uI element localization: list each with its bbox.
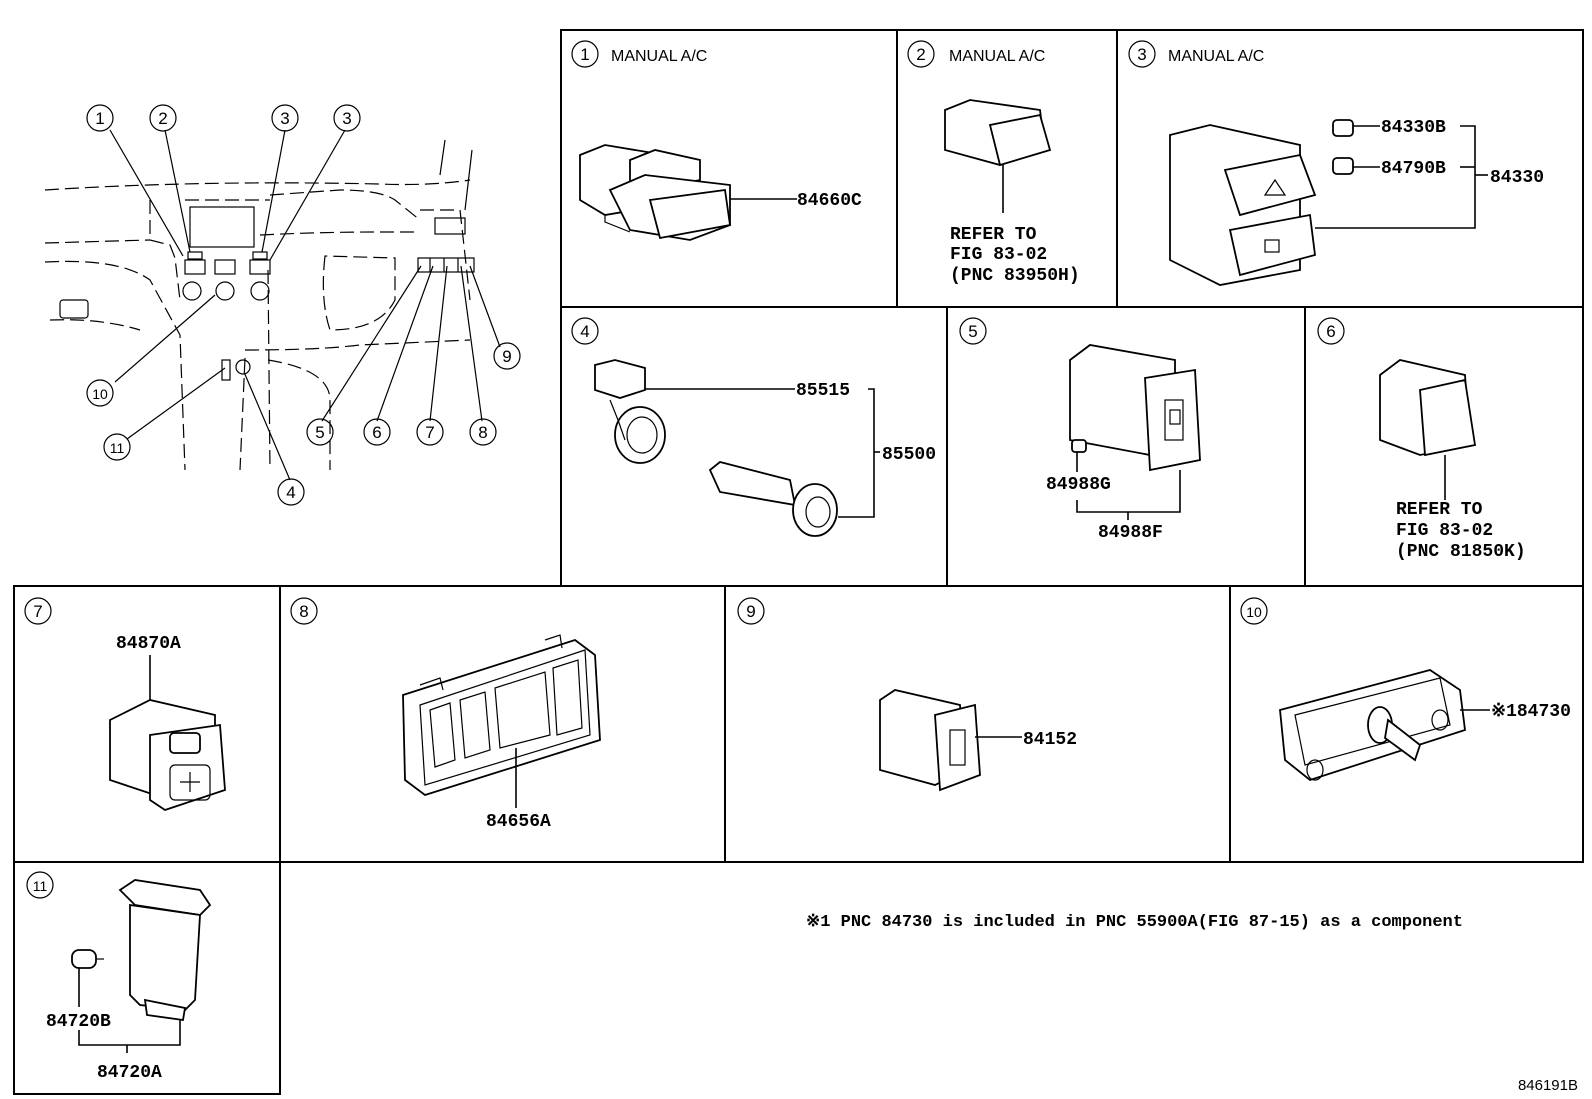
svg-text:8: 8 [478, 423, 487, 442]
svg-text:3: 3 [342, 109, 351, 128]
svg-text:REFER TO: REFER TO [1396, 500, 1483, 520]
bulb-drawing [1332, 119, 1354, 175]
overview-callout: 1 [86, 104, 114, 132]
svg-text:8: 8 [299, 602, 308, 621]
lighter-socket-drawing [594, 359, 666, 464]
svg-text:85500: 85500 [882, 445, 936, 465]
svg-text:1: 1 [95, 109, 104, 128]
svg-text:11: 11 [110, 440, 125, 456]
svg-text:85515: 85515 [796, 381, 850, 401]
overview-callout: 11 [103, 433, 131, 461]
panel-2: 2 MANUAL A/C REFER TO FIG 83-02 (PNC 839… [907, 40, 1080, 286]
overview-callout: 8 [469, 418, 497, 446]
svg-text:7: 7 [425, 423, 434, 442]
svg-text:9: 9 [746, 602, 755, 621]
overview-callout: 10 [86, 379, 114, 407]
svg-text:84988G: 84988G [1046, 475, 1111, 495]
switch-bezel-drawing [402, 634, 601, 796]
svg-text:MANUAL A/C: MANUAL A/C [949, 48, 1045, 65]
svg-text:84330B: 84330B [1381, 118, 1446, 138]
switch-drawing [1069, 344, 1201, 472]
svg-text:1: 1 [580, 45, 589, 64]
footnote: ※1 PNC 84730 is included in PNC 55900A(F… [806, 913, 1463, 932]
overview-callout: 3 [333, 104, 361, 132]
svg-text:2: 2 [158, 109, 167, 128]
svg-text:FIG 83-02: FIG 83-02 [950, 245, 1047, 265]
figure-id: 846191B [1518, 1077, 1578, 1094]
svg-text:3: 3 [1137, 45, 1146, 64]
mirror-switch-drawing [109, 699, 226, 811]
overview-callout: 4 [277, 478, 305, 506]
panel-3: 3 MANUAL A/C 84330B 84790B 84330 [1128, 40, 1544, 286]
svg-text:84152: 84152 [1023, 730, 1077, 750]
svg-text:MANUAL A/C: MANUAL A/C [611, 48, 707, 65]
svg-text:84870A: 84870A [116, 634, 181, 654]
svg-text:84988F: 84988F [1098, 523, 1163, 543]
ac-switch-drawing [579, 144, 732, 241]
svg-text:5: 5 [968, 322, 977, 341]
svg-text:84720A: 84720A [97, 1063, 162, 1083]
ac-switch-drawing [944, 99, 1052, 167]
svg-text:84330: 84330 [1490, 168, 1544, 188]
overview-callout: 3 [271, 104, 299, 132]
svg-text:84660C: 84660C [797, 191, 862, 211]
svg-text:MANUAL A/C: MANUAL A/C [1168, 48, 1264, 65]
overview-callout: 6 [363, 418, 391, 446]
svg-text:4: 4 [580, 322, 589, 341]
svg-text:10: 10 [92, 386, 108, 402]
panel-11: 11 84720B 84720A [26, 871, 212, 1083]
panel-8: 8 84656A [290, 597, 601, 832]
svg-text:84790B: 84790B [1381, 159, 1446, 179]
panel-7: 7 84870A [24, 597, 226, 811]
panel-4: 4 85515 85500 [571, 317, 936, 537]
svg-text:※184730: ※184730 [1491, 702, 1571, 722]
switch-plate-drawing [1279, 669, 1466, 782]
panel-grid [13, 29, 1584, 1095]
svg-text:9: 9 [502, 347, 511, 366]
overview-callout: 9 [493, 342, 521, 370]
dimmer-switch-drawing [879, 689, 981, 792]
svg-text:FIG 83-02: FIG 83-02 [1396, 521, 1493, 541]
svg-text:6: 6 [372, 423, 381, 442]
panel-9: 9 84152 [737, 597, 1077, 792]
svg-text:5: 5 [315, 423, 324, 442]
overview-callout: 2 [149, 104, 177, 132]
svg-text:4: 4 [286, 483, 295, 502]
svg-text:84656A: 84656A [486, 812, 551, 832]
svg-text:10: 10 [1246, 604, 1262, 620]
svg-text:(PNC 81850K): (PNC 81850K) [1396, 542, 1526, 562]
svg-text:7: 7 [33, 602, 42, 621]
svg-text:11: 11 [33, 878, 48, 894]
switch-drawing [1379, 359, 1477, 457]
panel-6: 6 REFER TO FIG 83-02 (PNC 81850K) [1317, 317, 1526, 562]
svg-text:3: 3 [280, 109, 289, 128]
lighter-plug-drawing [708, 461, 838, 537]
hazard-switch-drawing [1169, 124, 1317, 286]
panel-1: 1 MANUAL A/C 84660C [571, 40, 862, 241]
switch-drawing [71, 879, 212, 1022]
panel-10: 10 ※184730 [1240, 597, 1571, 782]
overview-callout: 7 [416, 418, 444, 446]
svg-text:6: 6 [1326, 322, 1335, 341]
svg-text:2: 2 [916, 45, 925, 64]
overview-callout: 5 [306, 418, 334, 446]
svg-text:REFER TO: REFER TO [950, 225, 1037, 245]
svg-text:(PNC 83950H): (PNC 83950H) [950, 266, 1080, 286]
svg-text:84720B: 84720B [46, 1012, 111, 1032]
panel-5: 5 84988G 84988F [959, 317, 1201, 543]
dashboard-overview: 1 2 3 3 10 11 4 5 6 7 8 [44, 104, 521, 506]
